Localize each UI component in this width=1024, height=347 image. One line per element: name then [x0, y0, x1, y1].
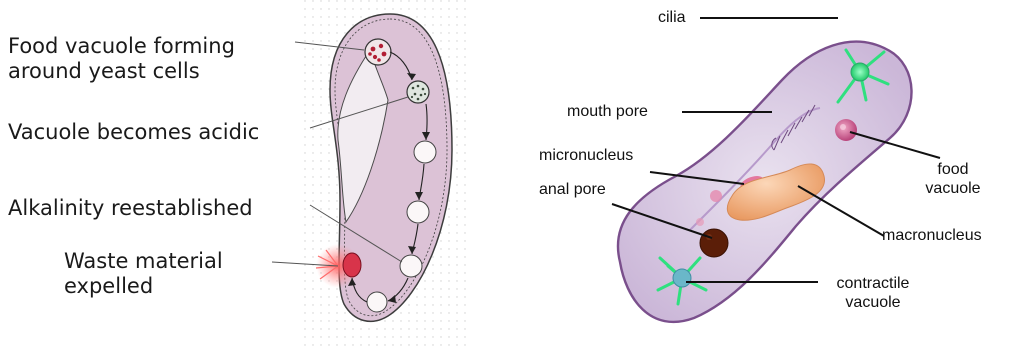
label-line: food	[920, 160, 986, 179]
vacuole-alkaline	[400, 255, 422, 277]
label-line: vacuole	[920, 179, 986, 198]
food-vacuole-2	[710, 190, 722, 202]
food-vacuole-4	[696, 218, 704, 226]
waste-vacuole	[343, 253, 361, 277]
label-food-vacuole-forming: Food vacuole forming around yeast cells	[8, 34, 235, 84]
label-anal-pore: anal pore	[539, 180, 606, 199]
anal-pore	[700, 229, 728, 257]
food-vacuole-1	[835, 119, 857, 141]
vacuole-final	[367, 292, 387, 312]
label-line: expelled	[64, 274, 223, 299]
label-alkalinity: Alkalinity reestablished	[8, 196, 253, 221]
label-vacuole-acidic: Vacuole becomes acidic	[8, 120, 259, 145]
label-macronucleus: macronucleus	[882, 226, 982, 245]
label-waste: Waste material expelled	[64, 249, 223, 299]
label-contractile-vacuole: contractile vacuole	[824, 274, 922, 312]
label-mouth-pore: mouth pore	[567, 102, 648, 121]
vacuole-4	[407, 201, 429, 223]
label-line: Food vacuole forming	[8, 34, 235, 59]
label-food-vacuole: food vacuole	[920, 160, 986, 198]
vacuole-3	[414, 141, 436, 163]
label-cilia: cilia	[658, 8, 686, 27]
label-line: Waste material	[64, 249, 223, 274]
label-line: contractile	[824, 274, 922, 293]
label-line: vacuole	[824, 293, 922, 312]
label-line: around yeast cells	[8, 59, 235, 84]
label-micronucleus: micronucleus	[539, 146, 633, 165]
